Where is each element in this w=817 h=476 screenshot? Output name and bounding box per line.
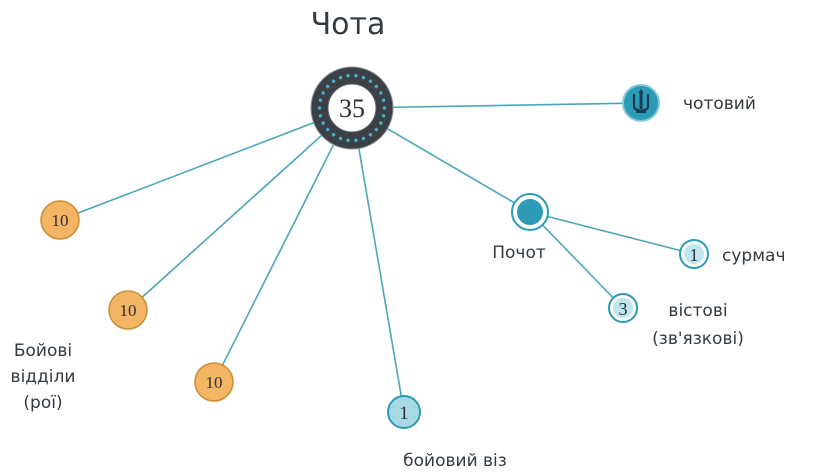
squads-label-line-2: відділи (11, 367, 76, 387)
line-to-squad-1 (59, 107, 353, 221)
ring-dot (338, 136, 343, 141)
messengers-value: 3 (619, 299, 628, 319)
squads-label-line-1: Бойові (14, 341, 72, 361)
center-node: 35 (310, 66, 394, 150)
messengers-label-line-1: вістові (668, 301, 727, 321)
retinue-label: Почот (492, 243, 546, 263)
line-to-messengers (529, 211, 624, 309)
center-inner-circle (327, 83, 377, 133)
ring-dot (368, 133, 373, 137)
bugler-node: 1 сурмач (679, 239, 785, 269)
squad-value: 10 (120, 301, 137, 320)
ring-dot (325, 127, 330, 132)
messengers-inner-circle (613, 298, 633, 318)
ring-dot (325, 84, 330, 89)
ring-dot (374, 84, 379, 89)
squads-label-line-3: (рої) (23, 393, 62, 413)
bugler-value: 1 (690, 245, 699, 265)
ring-dot (331, 133, 336, 137)
squad-node-2: 10 (108, 290, 148, 330)
squad-node-1: 10 (40, 200, 80, 240)
center-ring-dots (317, 74, 387, 142)
ring-dot (361, 75, 366, 80)
ring-dot (374, 127, 379, 132)
squads-label: Бойові відділи (рої) (11, 341, 76, 413)
ring-dot (354, 74, 358, 78)
squad-circle (40, 200, 80, 240)
ring-dot (321, 121, 325, 125)
ring-dot (361, 136, 366, 141)
ring-dot (338, 75, 343, 80)
line-to-squad-3 (213, 107, 353, 383)
line-to-leader (351, 102, 642, 109)
ring-dot (317, 106, 322, 110)
ring-dot (354, 138, 358, 142)
squad-circle (194, 362, 234, 402)
ring-dot (318, 98, 323, 102)
leader-node: чотовий (622, 84, 756, 122)
squad-value: 10 (206, 373, 223, 392)
line-to-bugler (529, 211, 695, 255)
tryzub-base (636, 109, 646, 113)
ring-dot (379, 121, 383, 125)
ring-dot (321, 91, 325, 95)
wagon-label: бойовий віз (403, 451, 507, 471)
wagon-value: 1 (399, 403, 409, 424)
squad-node-3: 10 (194, 362, 234, 402)
tryzub-center-prong (639, 92, 643, 109)
ring-dot (318, 114, 323, 118)
diagram-title: Чота (311, 7, 386, 42)
tryzub-top (638, 89, 644, 95)
bugler-label: сурмач (722, 246, 785, 266)
ring-dot (381, 98, 386, 102)
bugler-inner-circle (684, 244, 704, 264)
center-value: 35 (339, 94, 365, 123)
line-to-wagon (351, 107, 405, 413)
retinue-inner-circle (517, 199, 543, 225)
tryzub-icon (632, 89, 650, 113)
ring-dot (346, 74, 350, 78)
leader-label: чотовий (683, 94, 756, 114)
ring-dot (368, 79, 373, 83)
messengers-node: 3 вістові (зв'язкові) (608, 293, 744, 349)
ring-dot (346, 138, 350, 142)
wagon-circle (387, 395, 421, 429)
wagon-node: 1 бойовий віз (387, 395, 507, 471)
ring-dot (382, 106, 387, 110)
squad-value: 10 (52, 211, 69, 230)
squad-circle (108, 290, 148, 330)
retinue-node: Почот (492, 193, 549, 263)
line-to-squad-2 (127, 107, 353, 311)
connector-lines (59, 102, 695, 413)
ring-dot (381, 114, 386, 118)
ring-dot (331, 79, 336, 83)
messengers-label-line-2: (зв'язкові) (652, 329, 744, 349)
ring-dot (379, 91, 383, 95)
